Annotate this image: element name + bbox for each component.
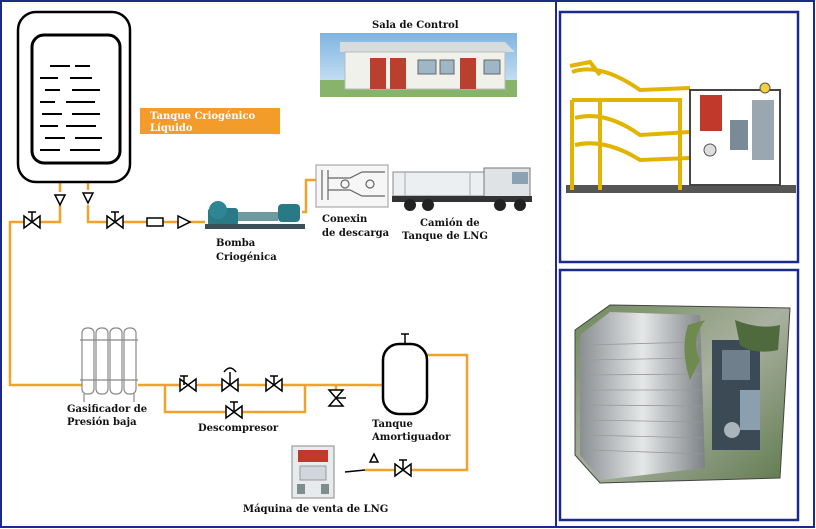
cryogenic-tank [16,10,132,184]
lng-dispenser-image [291,445,335,499]
truck-label-line2: Tanque de LNG [402,231,488,242]
discharge-connection-image [315,164,389,208]
discharge-label-line1: Conexin [322,214,368,225]
flow-arrow-icon [177,214,192,230]
dispenser-label: Máquina de venta de LNG [243,504,388,515]
gasifier-label-line2: Presión baja [67,417,137,428]
regulator-cap-icon [223,367,237,373]
tank-label-box [140,108,280,134]
discharge-label-line2: de descarga [322,228,390,239]
control-room-image [320,33,517,97]
lng-truck-image [392,167,532,211]
pump-label-line2: Criogénica [216,252,277,263]
check-valve-right [81,192,95,205]
check-valve-left [53,194,67,207]
gauge-icon [368,452,380,463]
pump-label-line1: Bomba [216,238,256,249]
gate-valve-1 [179,377,197,393]
buffer-tank-label-line2: Amortiguador [371,432,451,443]
gate-valve-pump-line [106,211,124,230]
tank-label-line1: Tanque Criogénico [150,111,256,122]
filter-icon [146,217,164,227]
truck-label-line1: Camión de [420,218,480,229]
control-room-label: Sala de Control [372,20,459,31]
decompressor-label: Descompresor [198,423,279,434]
gate-valve-left [23,211,41,230]
gasifier-label-line1: Gasificador de [67,404,147,415]
camouflage-container-photo [574,304,791,484]
loading-arm-skid-photo [566,59,796,193]
buffer-tank-label-line1: Tanque [372,419,413,430]
tank-label-line2: Líquido [150,123,193,134]
buffer-tank [381,333,429,416]
cryogenic-pump-image [205,201,305,229]
gasifier-image [80,327,138,402]
